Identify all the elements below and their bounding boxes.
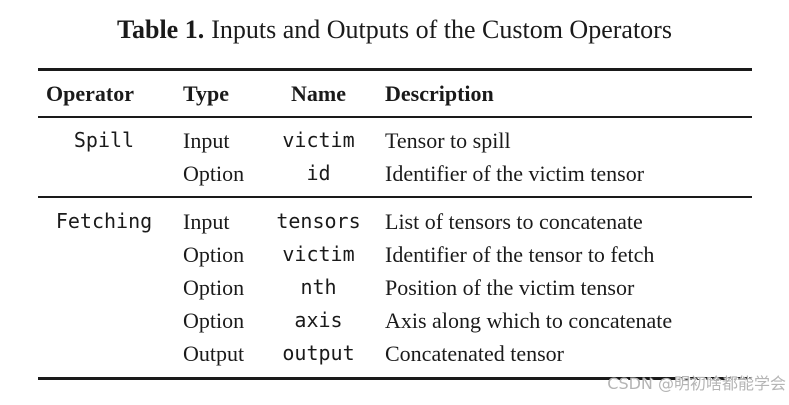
table-caption: Table 1.Inputs and Outputs of the Custom…	[0, 14, 789, 46]
operators-table: Operator Type Name Description Spill Inp…	[38, 68, 752, 380]
column-header-name: Name	[291, 81, 346, 106]
name-cell: tensors	[276, 208, 361, 233]
name-cell: output	[282, 340, 355, 365]
table-group-spill: Spill Input victim Tensor to spill Optio…	[38, 118, 752, 196]
desc-cell: Position of the victim tensor	[385, 274, 635, 300]
desc-cell: Identifier of the tensor to fetch	[385, 241, 655, 267]
type-cell: Input	[183, 208, 230, 234]
csdn-watermark: CSDN @明初啥都能学会	[607, 374, 786, 393]
desc-cell: Concatenated tensor	[385, 340, 564, 366]
name-cell: victim	[282, 241, 355, 266]
type-cell: Output	[183, 340, 245, 366]
table-caption-number: Table 1.	[117, 15, 205, 44]
type-cell: Option	[183, 307, 245, 333]
name-cell: id	[306, 161, 331, 185]
name-cell: axis	[294, 307, 343, 332]
table-top-rule	[38, 68, 752, 71]
table-group-rule	[38, 196, 752, 198]
desc-cell: Tensor to spill	[385, 128, 511, 153]
column-header-description: Description	[385, 81, 494, 106]
desc-cell: Identifier of the victim tensor	[385, 161, 645, 186]
type-cell: Option	[183, 241, 245, 267]
desc-cell: Axis along which to concatenate	[385, 307, 673, 333]
table-header-row: Operator Type Name Description	[38, 71, 752, 116]
operator-cell: Fetching	[55, 208, 153, 233]
table-header-rule	[38, 116, 752, 118]
desc-cell: List of tensors to concatenate	[385, 208, 643, 234]
column-header-type: Type	[183, 81, 230, 106]
name-cell: victim	[282, 128, 355, 152]
type-cell: Option	[183, 161, 245, 186]
name-cell: nth	[300, 274, 337, 299]
type-cell: Option	[183, 274, 245, 300]
table-caption-text: Inputs and Outputs of the Custom Operato…	[211, 15, 672, 44]
type-cell: Input	[183, 128, 230, 153]
table-group-fetching: Fetching Input tensors List of tensors t…	[38, 198, 752, 377]
table-bottom-rule	[38, 376, 752, 380]
column-header-operator: Operator	[46, 81, 134, 106]
operator-cell: Spill	[73, 128, 135, 152]
